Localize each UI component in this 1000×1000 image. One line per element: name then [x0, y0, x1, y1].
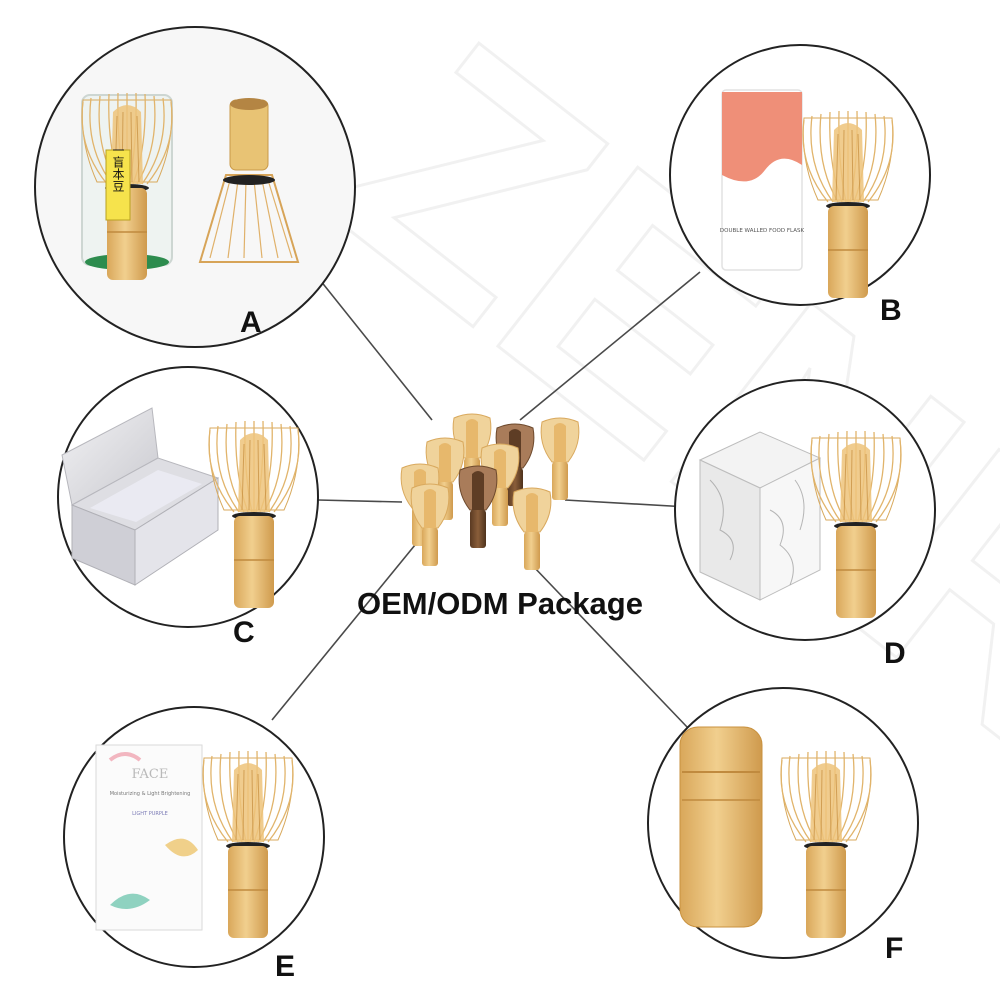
- package-circle-f: [647, 687, 919, 959]
- label-f: F: [885, 932, 904, 965]
- yellow-tag: [105, 149, 131, 221]
- label-a: A: [240, 306, 262, 339]
- package-circle-d: [674, 379, 936, 641]
- brand-text: FACE: [132, 767, 169, 782]
- package-circle-a: 一盲本豆: [34, 26, 356, 348]
- label-c: C: [233, 616, 255, 649]
- svg-text:Moisturizing & Light Brighteni: Moisturizing & Light Brightening: [110, 791, 191, 797]
- tag-text: 一盲本豆: [111, 144, 125, 192]
- label-e: E: [275, 950, 296, 983]
- package-circle-b: DOUBLE WALLED FOOD FLASK: [669, 44, 931, 306]
- svg-text:LIGHT PURPLE: LIGHT PURPLE: [132, 811, 168, 817]
- package-circle-e: FACE Moisturizing & Light Brightening LI…: [63, 706, 325, 968]
- flask-label: DOUBLE WALLED FOOD FLASK: [720, 228, 805, 234]
- center-whisk-cluster: [400, 413, 580, 571]
- label-b: B: [880, 294, 902, 327]
- package-circle-c: [57, 366, 319, 628]
- label-d: D: [884, 637, 906, 670]
- center-title: OEM/ODM Package: [357, 586, 643, 621]
